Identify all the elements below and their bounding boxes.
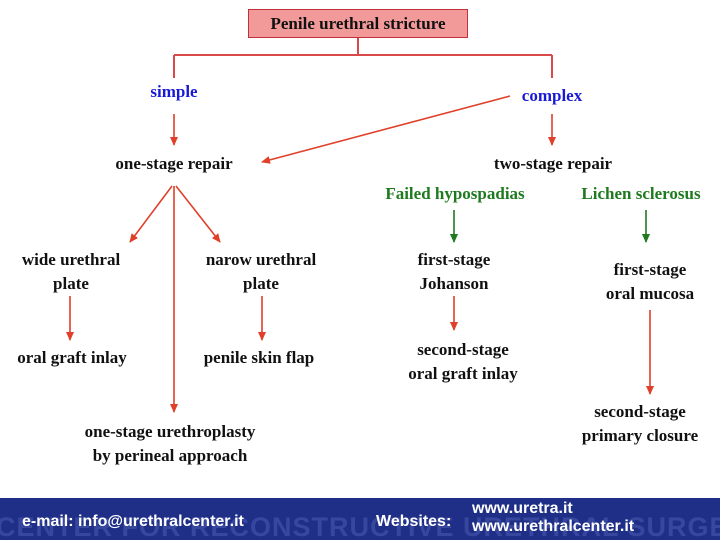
- lichen-sclerosus-label: Lichen sclerosus: [581, 184, 701, 203]
- second-stage-graft-line-1: second-stage: [417, 340, 509, 359]
- one-stage-repair-node: one-stage repair: [115, 154, 233, 173]
- perineal-approach-node: one-stage urethroplasty by perineal appr…: [54, 420, 286, 468]
- penile-skin-flap-node: penile skin flap: [203, 348, 315, 367]
- arrow-complex-to-one-stage: [261, 95, 511, 164]
- second-stage-graft-line-2: oral graft inlay: [408, 364, 518, 383]
- johanson-line-1: first-stage: [417, 250, 491, 269]
- second-stage-oral-graft-node: second-stage oral graft inlay: [378, 338, 548, 386]
- footer-websites-label: Websites:: [376, 513, 452, 530]
- mucosa-line-1: first-stage: [613, 260, 687, 279]
- footer-site-uretra[interactable]: www.uretra.it: [472, 500, 573, 517]
- narow-urethral-plate-node: narow urethral plate: [188, 248, 334, 296]
- arrow-to-narow-plate: [175, 185, 221, 243]
- oral-graft-inlay-node: oral graft inlay: [17, 348, 127, 367]
- mucosa-line-2: oral mucosa: [605, 284, 695, 303]
- first-stage-johanson-node: first-stage Johanson: [394, 248, 514, 296]
- wide-plate-line-2: plate: [53, 274, 89, 293]
- simple-label: simple: [150, 82, 198, 101]
- two-stage-repair-node: two-stage repair: [493, 154, 613, 173]
- narow-plate-line-1: narow urethral: [205, 250, 317, 269]
- failed-hypospadias-label: Failed hypospadias: [385, 184, 525, 203]
- wide-plate-line-1: wide urethral: [21, 250, 121, 269]
- narow-plate-line-2: plate: [243, 274, 279, 293]
- footer-bar: CENTER FOR RECONSTRUCTIVE URETHRAL SURGE…: [0, 498, 720, 540]
- root-node: Penile urethral stricture: [248, 9, 468, 38]
- primary-closure-line-1: second-stage: [594, 402, 686, 421]
- perineal-line-2: by perineal approach: [92, 446, 248, 465]
- footer-email[interactable]: e-mail: info@urethralcenter.it: [22, 513, 244, 530]
- perineal-line-1: one-stage urethroplasty: [84, 422, 256, 441]
- connector-layer: [66, 38, 654, 413]
- first-stage-oral-mucosa-node: first-stage oral mucosa: [582, 258, 718, 306]
- second-stage-primary-closure-node: second-stage primary closure: [564, 400, 716, 448]
- johanson-line-2: Johanson: [419, 274, 489, 293]
- complex-label: complex: [521, 86, 583, 105]
- arrow-to-wide-plate: [129, 185, 173, 243]
- footer-watermark: CENTER FOR RECONSTRUCTIVE URETHRAL SURGE…: [0, 512, 720, 540]
- wide-urethral-plate-node: wide urethral plate: [0, 248, 142, 296]
- footer-site-urethralcenter[interactable]: www.urethralcenter.it: [472, 518, 635, 535]
- primary-closure-line-2: primary closure: [581, 426, 699, 445]
